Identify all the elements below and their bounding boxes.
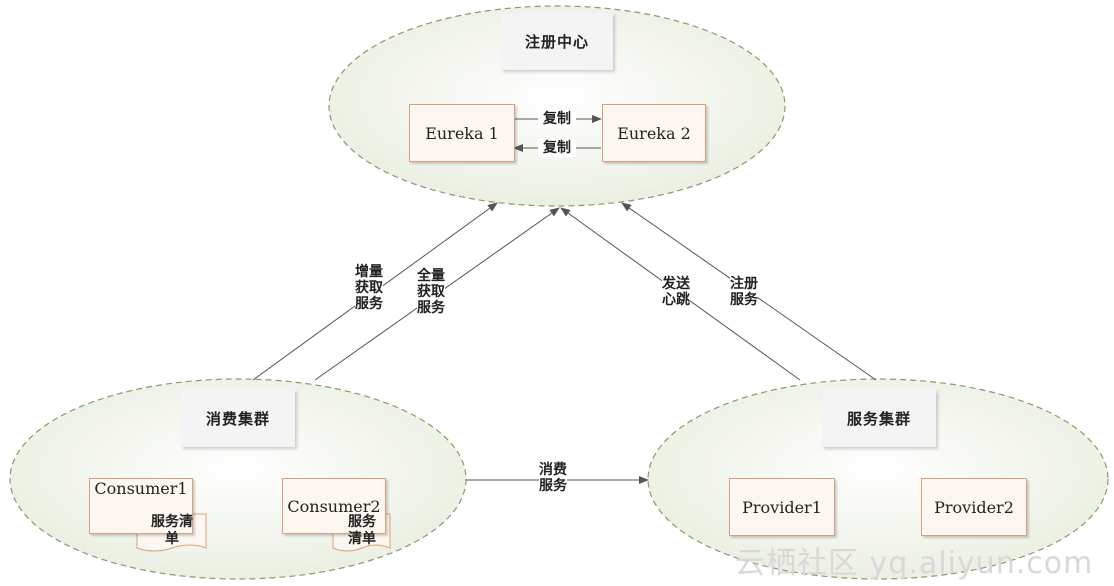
register-service-label: 注册 服务 <box>730 276 758 308</box>
send-heartbeat-line2: 心跳 <box>662 292 690 308</box>
consumer1-node[interactable]: Consumer1 <box>89 478 193 534</box>
full-fetch-line1: 全量 <box>417 268 445 284</box>
consume-service-line2: 服务 <box>539 478 567 494</box>
full-fetch-label: 全量 获取 服务 <box>417 268 445 316</box>
service-list-1-line2: 单 <box>165 531 179 547</box>
incremental-fetch-line3: 服务 <box>355 296 383 312</box>
eureka2-node[interactable]: Eureka 2 <box>602 104 706 162</box>
full-fetch-line2: 获取 <box>417 284 445 300</box>
replicate-label-top: 复制 <box>538 110 576 128</box>
service-list-label-2: 服务 清单 <box>334 514 390 548</box>
service-list-2-line1: 服务 <box>348 514 376 530</box>
incremental-fetch-line2: 获取 <box>355 280 383 296</box>
consumer2-node[interactable]: Consumer2 <box>282 478 386 534</box>
service-list-1-line1: 服务清 <box>151 514 193 530</box>
provider1-node[interactable]: Provider1 <box>729 478 835 536</box>
consume-service-label: 消费 服务 <box>539 462 567 494</box>
registry-title: 注册中心 <box>501 13 613 70</box>
provider-cluster-title: 服务集群 <box>822 390 936 447</box>
incremental-fetch-label: 增量 获取 服务 <box>355 264 383 312</box>
full-fetch-line3: 服务 <box>417 300 445 316</box>
register-service-line2: 服务 <box>730 292 758 308</box>
service-list-2-line2: 清单 <box>348 531 376 547</box>
provider2-node[interactable]: Provider2 <box>921 478 1027 536</box>
service-list-label-1: 服务清 单 <box>138 514 206 548</box>
eureka1-node[interactable]: Eureka 1 <box>409 104 515 162</box>
consume-service-line1: 消费 <box>539 462 567 478</box>
incremental-fetch-line1: 增量 <box>355 264 383 280</box>
send-heartbeat-label: 发送 心跳 <box>662 276 690 308</box>
send-heartbeat-line1: 发送 <box>662 276 690 292</box>
replicate-label-bottom: 复制 <box>538 139 576 157</box>
consumer-cluster-title: 消费集群 <box>181 390 295 447</box>
register-service-line1: 注册 <box>730 276 758 292</box>
watermark: 云栖社区 yq.aliyun.com <box>735 546 1094 581</box>
